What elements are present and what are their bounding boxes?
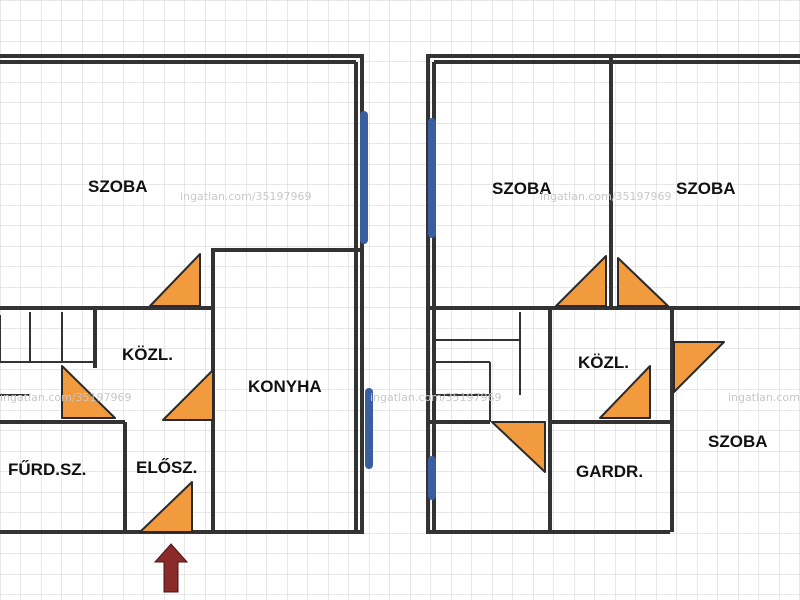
room-label-szoba-1: SZOBA [492, 179, 552, 198]
watermark: ingatlan.com/35197969 [180, 190, 312, 203]
watermark: ingatlan.com/35197969 [0, 391, 132, 404]
door-swing [555, 255, 607, 307]
door-swing [162, 369, 214, 421]
room-label-elosz: ELŐSZ. [136, 458, 197, 477]
watermark: ingatlan.com/35197969 [370, 391, 502, 404]
watermark: ingatlan.com/35197969 [728, 391, 800, 404]
right-staircase [434, 312, 521, 422]
door-swing [673, 341, 725, 393]
room-label-kozl: KÖZL. [578, 353, 629, 372]
room-label-kozl: KÖZL. [122, 345, 173, 364]
watermark: ingatlan.com/35197969 [540, 190, 672, 203]
door-swing [491, 421, 546, 473]
room-label-gardr: GARDR. [576, 462, 643, 481]
door-swing [149, 253, 201, 307]
room-label-konyha: KONYHA [248, 377, 322, 396]
door-swing [599, 365, 651, 419]
door-swing [617, 257, 669, 307]
room-label-szoba-3: SZOBA [708, 432, 768, 451]
door-swing [61, 365, 116, 419]
room-label-szoba-2: SZOBA [676, 179, 736, 198]
right-unit: SZOBA SZOBA KÖZL. SZOBA GARDR. [426, 54, 800, 534]
left-staircase [0, 312, 95, 396]
entrance-arrow-icon [153, 543, 189, 593]
room-label-szoba: SZOBA [88, 177, 148, 196]
door-swing [139, 481, 193, 533]
left-unit: SZOBA KÖZL. KONYHA FŰRD.SZ. ELŐSZ. [0, 54, 373, 593]
room-label-furdo: FŰRD.SZ. [8, 460, 86, 479]
